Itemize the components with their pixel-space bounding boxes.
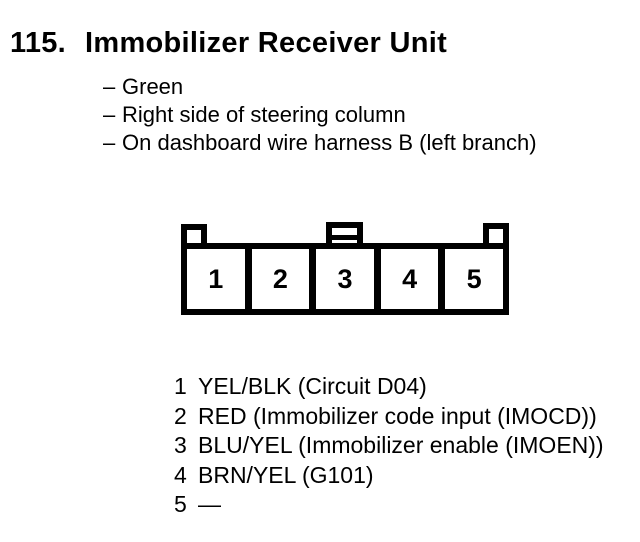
note-text: Right side of steering column	[122, 102, 406, 127]
pin-number: 1	[174, 373, 187, 399]
pin-description: —	[198, 491, 221, 517]
pin-number: 4	[174, 461, 187, 488]
pinout-row: 3 BLU/YEL (Immobilizer enable (IMOEN))	[174, 431, 604, 461]
bullet-dash: –	[103, 74, 116, 99]
connector-tab-left	[181, 224, 207, 249]
location-note: –On dashboard wire harness B (left branc…	[103, 129, 537, 157]
connector-cavity-1: 1	[187, 249, 245, 309]
pin-number: 3	[174, 432, 187, 458]
pinout-row: 1 YEL/BLK (Circuit D04)	[174, 372, 604, 402]
pinout-row: 2 RED (Immobilizer code input (IMOCD))	[174, 402, 604, 432]
pin-description: RED (Immobilizer code input (IMOCD))	[198, 402, 597, 429]
connector-tab-right	[483, 223, 509, 249]
pinout-list: 1 YEL/BLK (Circuit D04) 2 RED (Immobilizer…	[174, 372, 604, 520]
connector-cavity-5: 5	[445, 249, 503, 309]
pinout-row: 4 BRN/YEL (G101)	[174, 461, 604, 491]
bullet-dash: –	[103, 130, 116, 155]
note-text: Green	[122, 74, 184, 99]
bullet-dash: –	[103, 102, 116, 127]
latch-bar	[326, 235, 363, 240]
note-text: On dashboard wire harness B (left branch…	[122, 130, 537, 155]
pin-number: 5	[174, 491, 187, 517]
section-title-text: Immobilizer Receiver Unit	[85, 27, 448, 59]
pin-description: YEL/BLK (Circuit D04)	[198, 373, 427, 399]
connector-cavity-4: 4	[380, 249, 439, 309]
section-title: 115. Immobilizer Receiver Unit	[10, 27, 447, 60]
location-note: –Green	[103, 73, 537, 101]
pin-number: 2	[174, 402, 187, 429]
section-number: 115.	[10, 27, 67, 59]
connector-latch-center	[326, 222, 363, 249]
location-notes: –Green –Right side of steering column –O…	[103, 73, 537, 157]
location-note: –Right side of steering column	[103, 101, 537, 129]
pin-description: BRN/YEL (G101)	[198, 461, 374, 488]
connector-cavity-2: 2	[251, 249, 310, 309]
pinout-row: 5—	[174, 490, 604, 520]
connector-cavity-3: 3	[316, 249, 374, 309]
connector-body: 1 2 3 4 5	[181, 243, 509, 315]
pin-description: BLU/YEL (Immobilizer enable (IMOEN))	[198, 432, 604, 458]
